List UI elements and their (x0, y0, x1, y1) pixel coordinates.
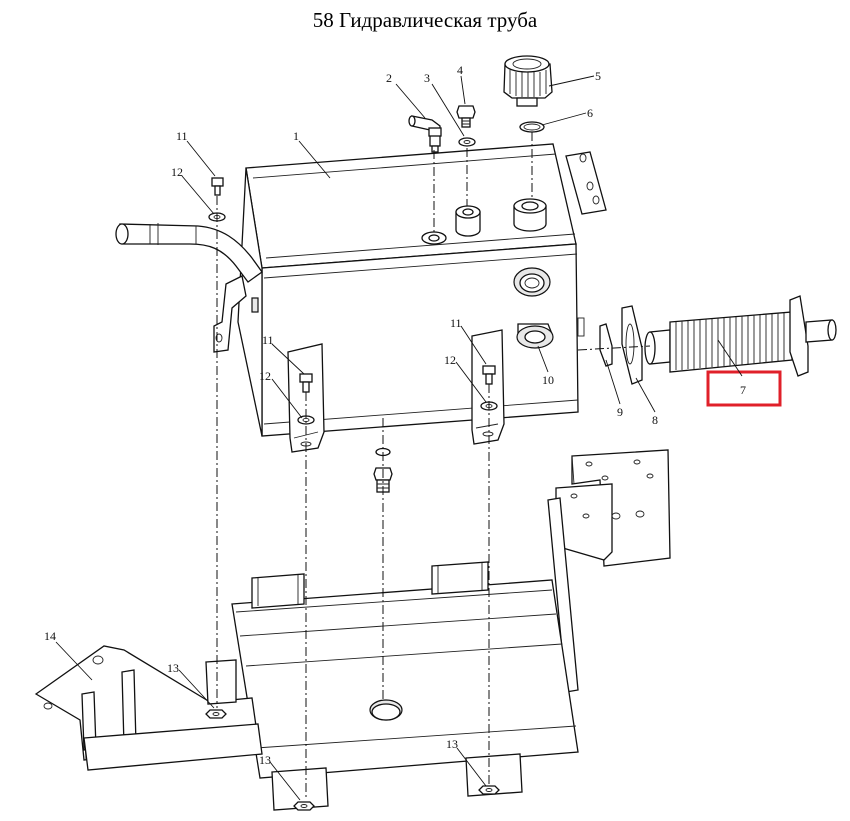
callout-5: 5 (595, 69, 601, 83)
top-fittings (408, 55, 553, 153)
callout-2: 2 (386, 71, 392, 85)
callout-10: 10 (542, 373, 554, 387)
callout-11-middle-right: 11 (450, 316, 462, 330)
hydraulic-tank (237, 143, 607, 437)
callout-13-left: 13 (167, 661, 179, 675)
callout-14: 14 (44, 629, 56, 643)
filter-assembly (599, 295, 837, 407)
callout-7: 7 (740, 383, 746, 397)
nuts (205, 709, 500, 811)
callout-3: 3 (424, 71, 430, 85)
diagram-title: 58 Гидравлическая труба (312, 8, 538, 32)
callout-1: 1 (293, 129, 299, 143)
callout-12-middle-right: 12 (444, 353, 456, 367)
callout-13-bottom-left: 13 (259, 753, 271, 767)
callout-11-top-left: 11 (176, 129, 188, 143)
callout-9: 9 (617, 405, 623, 419)
callout-13-bottom-right: 13 (446, 737, 458, 751)
callout-11-middle-left: 11 (262, 333, 274, 347)
callout-8: 8 (652, 413, 658, 427)
callout-labels: 1 2 3 4 5 6 7 8 9 10 11 12 11 12 11 12 1… (44, 63, 746, 767)
alignment-lines (216, 132, 651, 800)
bolts-and-washers (208, 177, 498, 425)
highlight-box (706, 370, 782, 407)
callout-12-middle-left: 12 (259, 369, 271, 383)
suction-pipe (115, 223, 263, 353)
port-10 (516, 323, 554, 349)
side-plates (547, 449, 671, 693)
callout-4: 4 (457, 63, 463, 77)
callout-12-top-left: 12 (171, 165, 183, 179)
callout-6: 6 (587, 106, 593, 120)
leader-lines (55, 75, 743, 801)
base-frame (34, 561, 579, 811)
